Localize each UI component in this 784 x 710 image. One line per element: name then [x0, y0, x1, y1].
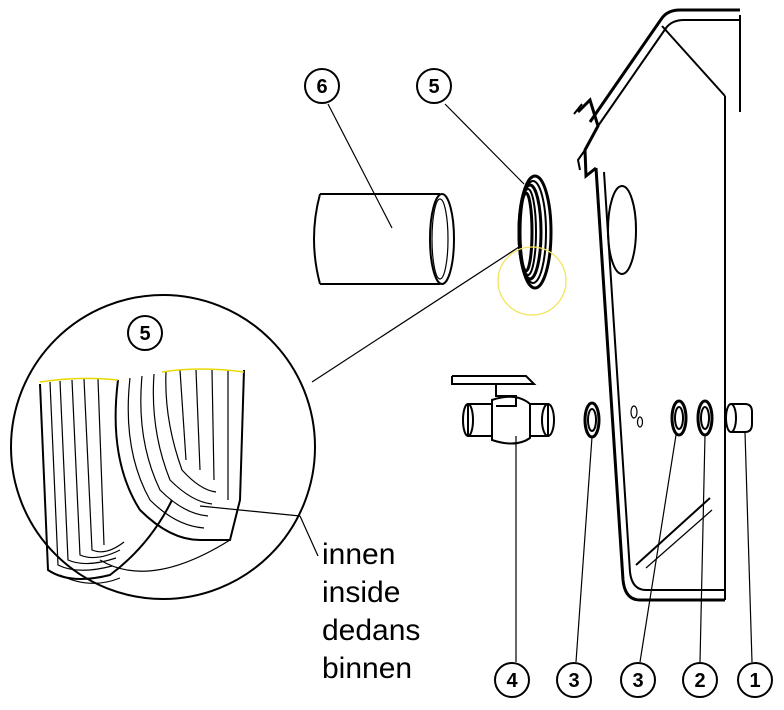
- callout-3-left: 3: [556, 662, 592, 698]
- inside-caption: innen inside dedans binnen: [322, 536, 420, 688]
- part-2-ring: [696, 399, 714, 437]
- caption-line-fr: dedans: [322, 614, 421, 647]
- callout-5-top-label: 5: [428, 76, 439, 98]
- detail-magnifier: [10, 294, 316, 600]
- seal-cross-section: [39, 368, 245, 584]
- leader-lines: [199, 103, 753, 663]
- callout-1-label: 1: [749, 670, 760, 692]
- callout-2: 2: [682, 662, 718, 698]
- callout-6: 6: [304, 68, 340, 104]
- callout-5-detail: 5: [127, 315, 163, 351]
- caption-line-nl: binnen: [322, 652, 413, 685]
- callout-5-detail-label: 5: [139, 323, 150, 345]
- detail-highlight-circle: [497, 246, 567, 316]
- callout-4: 4: [494, 662, 530, 698]
- part-3-ring-right: [670, 399, 688, 437]
- part-4-ball-valve: [451, 375, 555, 445]
- part-6-cylinder: [313, 193, 455, 285]
- caption-line-de: innen: [322, 538, 396, 571]
- housing-panel: [573, 8, 753, 602]
- callout-6-label: 6: [316, 76, 327, 98]
- part-3-ring-left: [583, 401, 601, 439]
- callout-3-right-label: 3: [632, 670, 643, 692]
- callout-1: 1: [737, 662, 773, 698]
- callout-2-label: 2: [694, 670, 705, 692]
- part-5-seal-ring: [517, 174, 553, 290]
- callout-4-label: 4: [506, 670, 518, 692]
- callout-5-top: 5: [416, 68, 452, 104]
- callout-3-right: 3: [620, 662, 656, 698]
- caption-line-en: inside: [322, 576, 401, 609]
- callout-3-left-label: 3: [568, 670, 579, 692]
